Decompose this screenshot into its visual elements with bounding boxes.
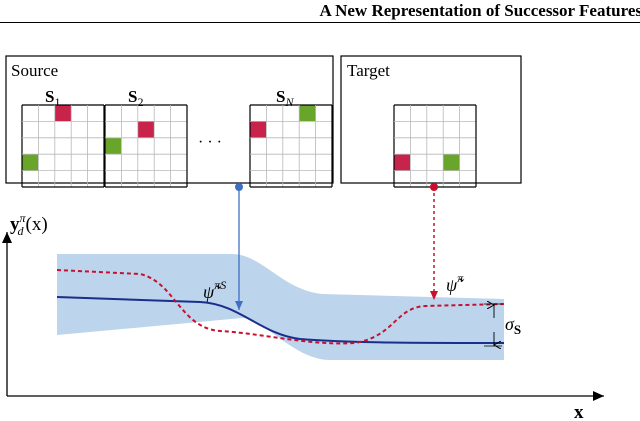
agent-cell — [22, 154, 39, 171]
target-curve-label: ψ̃π — [446, 271, 465, 295]
gridworld-s2 — [104, 104, 188, 188]
source-curve-sup: πS — [214, 278, 226, 292]
gridworld-target — [393, 104, 477, 188]
sigma-sub: S — [514, 322, 521, 337]
grid-label-s2-sub: 2 — [137, 95, 143, 109]
grid-label-s1-main: S — [45, 87, 54, 106]
target-curve-sup: π — [457, 271, 464, 285]
goal-cell — [137, 121, 155, 138]
y-axis-label-arg: (x) — [26, 214, 48, 235]
x-axis-label: x — [574, 402, 584, 421]
gridworld-s1 — [21, 104, 105, 188]
source-panel — [5, 55, 334, 184]
agent-cell — [105, 137, 122, 155]
header-rule — [0, 22, 640, 23]
agent-cell — [299, 105, 316, 122]
y-axis-label-main: y — [10, 214, 20, 235]
source-mean-curve — [56, 296, 505, 344]
grid-label-s2: S2 — [128, 87, 143, 109]
y-axis-label-sub: d — [18, 224, 25, 238]
page-header: A New Representation of Successor Featur… — [0, 0, 640, 23]
grid-label-s1: S1 — [45, 87, 60, 109]
grid-label-sn-sub: N — [284, 95, 294, 109]
goal-cell — [394, 154, 411, 171]
target-label: Target — [347, 61, 390, 80]
sigma-label: σS — [505, 314, 521, 337]
target-panel — [340, 55, 522, 184]
grid-label-sn-main: S — [276, 87, 285, 106]
uncertainty-band — [57, 254, 504, 360]
grid-label-s2-main: S — [128, 87, 137, 106]
goal-cell — [54, 105, 72, 122]
grid-label-s1-sub: 1 — [54, 95, 60, 109]
sigma-symbol: σ — [505, 314, 515, 334]
y-axis-label-sup: π — [20, 211, 27, 225]
ellipsis: · · · — [198, 134, 222, 151]
grid-label-sn: SN — [276, 87, 294, 109]
source-label: Source — [11, 61, 58, 80]
goal-cell — [250, 121, 267, 138]
agent-cell — [443, 154, 460, 171]
running-title: A New Representation of Successor Featur… — [319, 1, 640, 20]
gridworld-sn — [249, 104, 333, 188]
target-curve — [56, 269, 505, 345]
